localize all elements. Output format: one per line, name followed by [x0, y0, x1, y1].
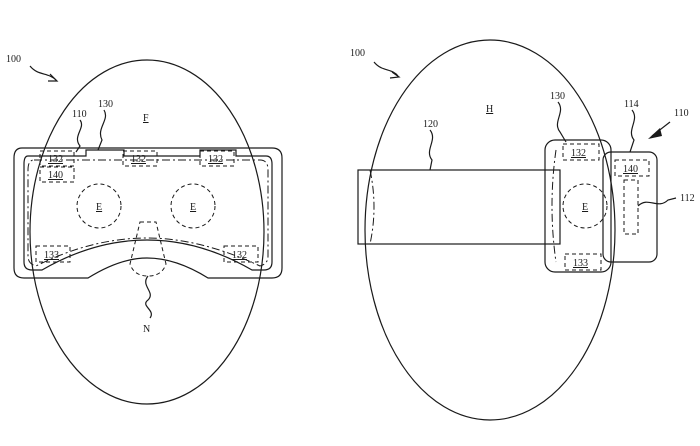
right-top-sensor-label: 132: [571, 148, 586, 159]
left-bottom-sensor-2: [223, 245, 259, 263]
right-sensor-140-label: 140: [623, 164, 638, 175]
left-figure-ref: 100: [6, 54, 21, 65]
right-bottom-sensor: [564, 253, 602, 271]
left-eye-circle-1: [76, 183, 122, 229]
left-frame-ref: 130: [98, 99, 113, 110]
right-eye-circle: [562, 183, 608, 229]
left-head-outline: [29, 59, 265, 405]
right-frame-ref: 130: [550, 91, 565, 102]
left-sensor-140: [39, 166, 75, 183]
left-seal-outline: [27, 159, 269, 267]
right-sensor-140: [614, 159, 650, 177]
left-eye-label-2: E: [190, 202, 196, 213]
strap-ref-leader: [428, 129, 434, 171]
left-frame-ref-leader: [97, 109, 106, 151]
left-top-sensor-3: [199, 150, 235, 167]
left-eye-label-1: E: [96, 202, 102, 213]
strap: [357, 169, 561, 245]
left-lens-frame: [23, 149, 273, 271]
left-sensor-140-label: 140: [48, 170, 63, 181]
right-bottom-sensor-label: 133: [573, 258, 588, 269]
right-device-ref: 110: [674, 108, 689, 119]
left-eye-circle-2: [170, 183, 216, 229]
right-housing-ref-leader: [629, 109, 636, 153]
left-device-frame: [13, 147, 283, 279]
right-figure-ref-arrow: [373, 61, 399, 77]
left-view: 100 F E E N 132 132 132 140 133: [6, 54, 283, 405]
left-device-ref: 110: [72, 109, 87, 120]
nose-outline: [129, 221, 167, 277]
nose-leader: [145, 275, 152, 319]
right-seal-line: [551, 149, 557, 263]
right-component-112: [623, 179, 639, 235]
right-top-sensor: [562, 143, 600, 161]
right-device-body: [544, 139, 612, 273]
strap-head-contour: [369, 169, 375, 245]
right-eye-label: E: [582, 202, 588, 213]
left-bottom-sensor-1: [35, 245, 71, 263]
right-component-ref: 112: [680, 193, 695, 204]
left-face-label: F: [143, 113, 149, 124]
left-bottom-sensor-1-label: 133: [44, 250, 59, 261]
nose-label: N: [143, 324, 150, 335]
left-top-sensor-1-label: 132: [48, 154, 63, 165]
right-figure-ref-arrowhead: [389, 71, 401, 79]
left-figure-ref-arrow: [29, 65, 57, 81]
right-view: 100 H 120 132 E 133 140 112 130: [350, 39, 695, 421]
left-top-sensor-2-label: 132: [131, 154, 146, 165]
left-top-sensor-1: [39, 150, 75, 167]
left-top-sensor-2: [122, 150, 158, 167]
right-component-ref-leader: [637, 197, 677, 207]
right-head-label: H: [486, 104, 493, 115]
left-bottom-sensor-2-label: 132: [232, 250, 247, 261]
strap-ref: 120: [423, 119, 438, 130]
right-head-outline: [364, 39, 616, 421]
left-figure-ref-arrowhead: [48, 73, 59, 82]
right-frame-ref-leader: [556, 101, 567, 143]
left-device-ref-leader: [75, 119, 83, 153]
right-device-ref-arrowhead: [648, 128, 662, 139]
left-top-sensor-3-label: 132: [208, 154, 223, 165]
right-figure-ref: 100: [350, 48, 365, 59]
right-housing-ref: 114: [624, 99, 639, 110]
